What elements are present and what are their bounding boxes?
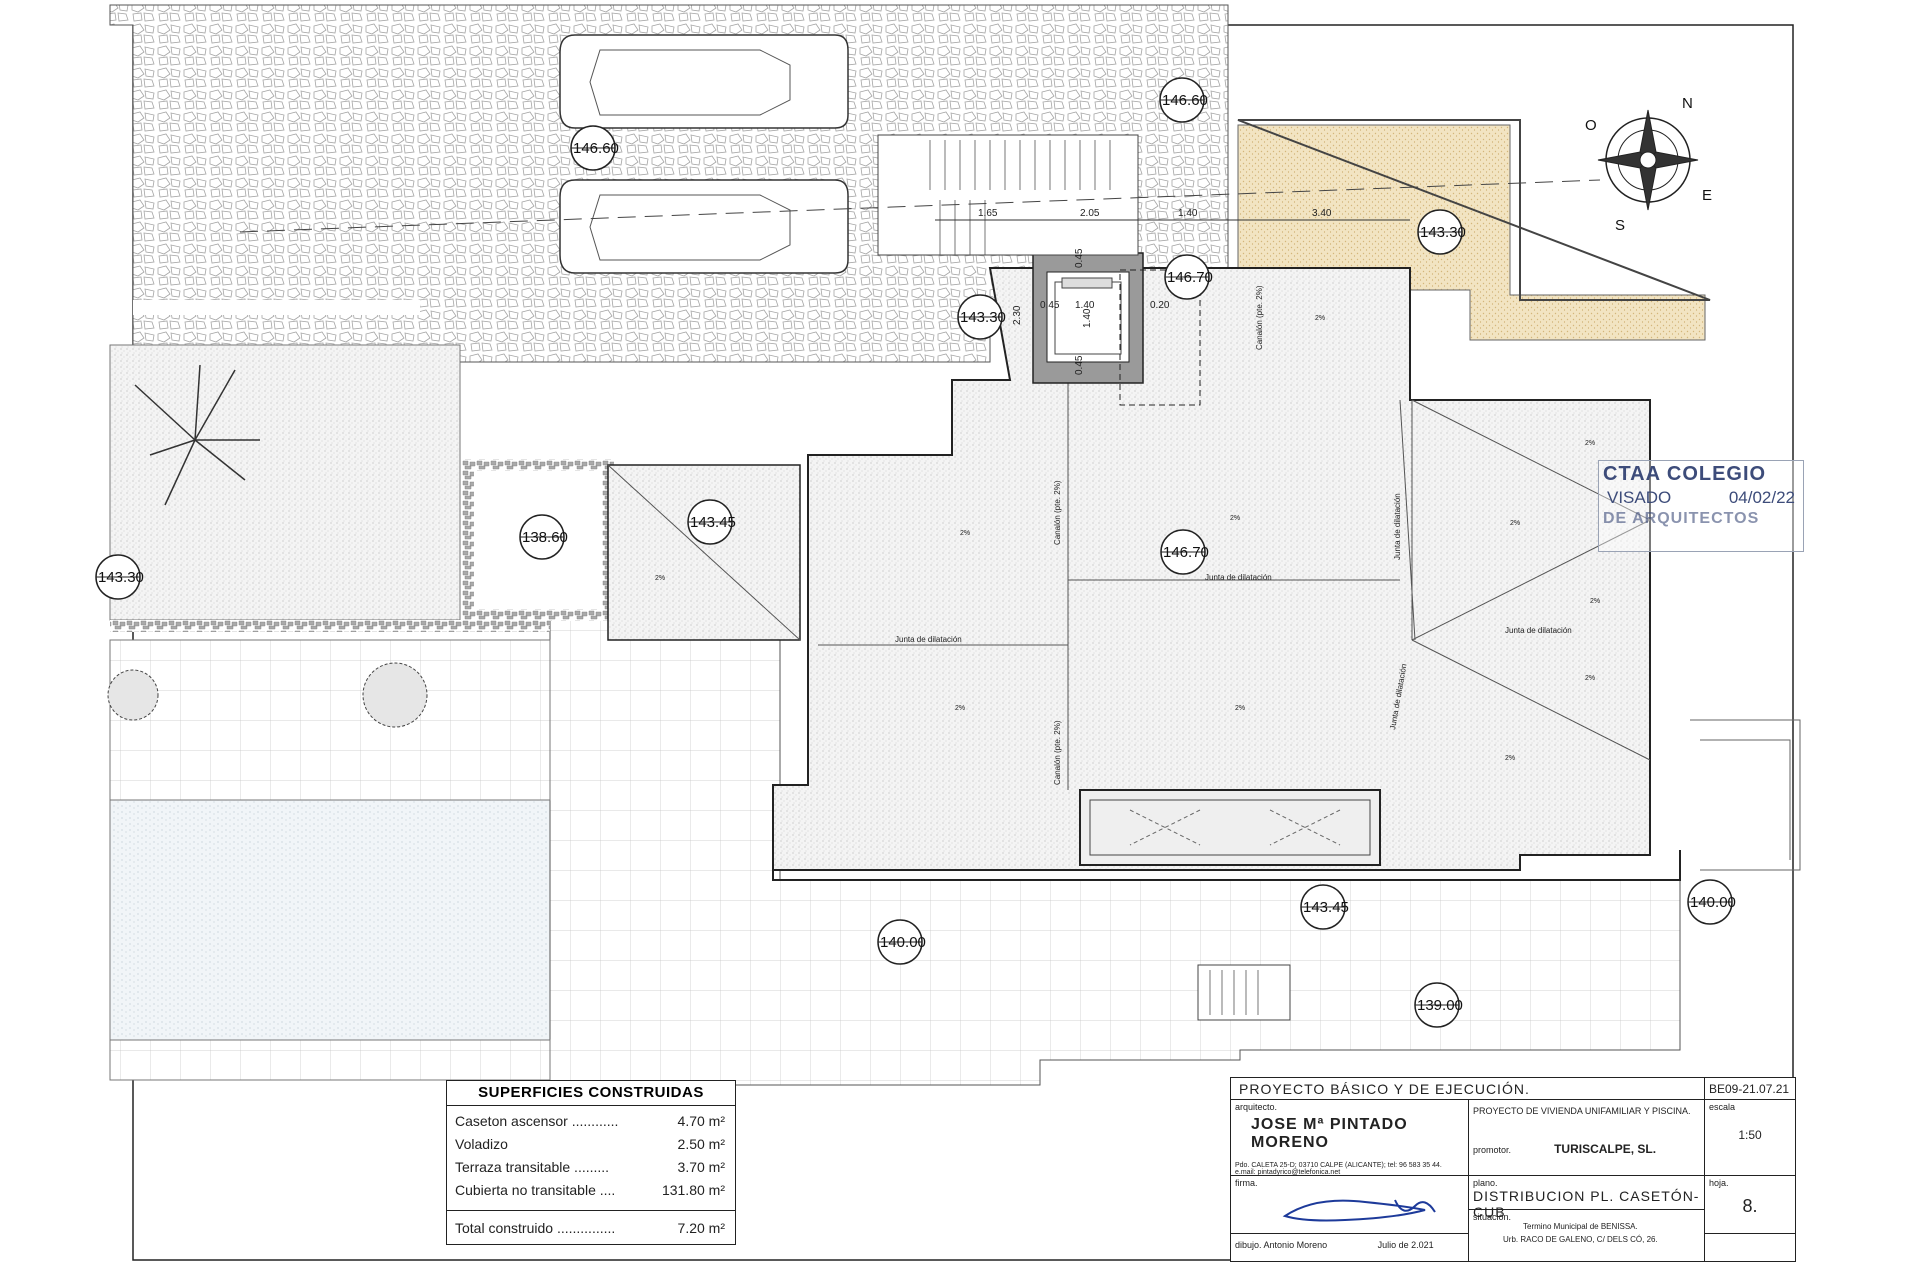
- project-code: BE09-21.07.21: [1705, 1078, 1795, 1100]
- dimension-d3: 1.40: [1178, 208, 1198, 219]
- junta-label: Junta de dilatación: [1205, 573, 1272, 582]
- slope-label-7: 2%: [1585, 675, 1595, 682]
- level-lift: 146.70: [1167, 269, 1213, 286]
- signature-icon: [1282, 1199, 1436, 1222]
- compass-west: O: [1585, 117, 1597, 134]
- level-terrace-front: 140.00: [880, 934, 926, 951]
- surface-row: Terraza transitable .........3.70 m²: [455, 1159, 725, 1175]
- dimension-d1: 1.65: [978, 208, 998, 219]
- promoter-label: promotor.: [1473, 1145, 1512, 1155]
- title-block: PROYECTO BÁSICO Y DE EJECUCIÓN. BE09-21.…: [1230, 1077, 1796, 1262]
- stamp-date: 04/02/22: [1728, 488, 1795, 507]
- location-line2: Urb. RACO DE GALENO, C/ DELS CÓ, 26.: [1503, 1235, 1658, 1244]
- compass-north: N: [1682, 95, 1693, 112]
- compass-icon: N E S O: [1585, 95, 1712, 234]
- lift-height: 1.40: [1082, 308, 1093, 328]
- level-top-entrance: 146.60: [1162, 92, 1208, 109]
- level-left-edge: 143.30: [98, 569, 144, 586]
- lift-shaft: [1032, 252, 1201, 406]
- architect-label: arquitecto.: [1235, 1102, 1278, 1112]
- surface-total: Total construido ...............7.20 m²: [455, 1220, 725, 1236]
- surfaces-title: SUPERFICIES CONSTRUIDAS: [447, 1081, 735, 1106]
- stamp-line1: CTAA COLEGIO: [1603, 463, 1767, 485]
- stamp-visado: VISADO: [1607, 488, 1672, 507]
- lawn-area: [109, 344, 461, 621]
- stairs: [877, 134, 1291, 1021]
- visado-stamp: CTAA COLEGIO VISADO 04/02/22 DE ARQUITEC…: [1598, 460, 1804, 552]
- dimension-d2: 2.05: [1080, 208, 1100, 219]
- canalon-label: Canalón (pte. 2%): [1053, 480, 1062, 545]
- architect-address: Pdo. CALETA 25-D; 03710 CALPE (ALICANTE)…: [1235, 1162, 1442, 1169]
- slope-label-3: 2%: [1235, 705, 1245, 712]
- dimension-d4: 3.40: [1312, 208, 1332, 219]
- drawing-date: Julio de 2.021: [1377, 1240, 1434, 1250]
- canalon-label-2: Canalón (pte. 2%): [1053, 720, 1062, 785]
- architect-email: e.mail: pintadyrico@telefonica.net: [1235, 1169, 1341, 1176]
- compass-south: S: [1615, 217, 1625, 234]
- slope-label-11: 2%: [655, 575, 665, 582]
- lift-top-wall: 0.45: [1074, 248, 1085, 268]
- sheet-label: hoja.: [1709, 1178, 1729, 1188]
- terrace-tiles: [109, 619, 1681, 1086]
- level-left-roof: 143.45: [690, 514, 736, 531]
- slope-label-4: 2%: [955, 705, 965, 712]
- lift-total: 2.30: [1012, 305, 1023, 325]
- palm-tree-icon: [134, 364, 260, 506]
- pool: [109, 799, 551, 1041]
- architect-name: JOSE Mª PINTADO MORENO: [1251, 1116, 1408, 1151]
- stamp-line3: DE ARQUITECTOS: [1603, 510, 1760, 527]
- level-right-corner: 140.00: [1690, 894, 1736, 911]
- surface-row: Cubierta no transitable ....131.80 m²: [455, 1182, 725, 1198]
- level-lower-right: 139.00: [1417, 997, 1463, 1014]
- slope-label: 2%: [960, 530, 970, 537]
- plan-value: DISTRIBUCION PL. CASETÓN-CUB: [1473, 1188, 1700, 1220]
- slope-label-5: 2%: [1510, 520, 1520, 527]
- drawing-value: Antonio Moreno: [1263, 1240, 1328, 1250]
- location-label: situación.: [1473, 1212, 1512, 1222]
- drawing-label: dibujo.: [1235, 1240, 1262, 1250]
- lift-right-wall: 0.20: [1150, 300, 1170, 311]
- sheet-value: 8.: [1742, 1196, 1758, 1216]
- slope-label-2: 2%: [1230, 515, 1240, 522]
- plan-label: plano.: [1473, 1178, 1498, 1188]
- slope-label-9: 2%: [1505, 755, 1515, 762]
- level-right-garden: 143.30: [1420, 224, 1466, 241]
- junta-label-2: Junta de dilatación: [895, 635, 962, 644]
- project-name: PROYECTO DE VIVIENDA UNIFAMILIAR Y PISCI…: [1469, 1100, 1705, 1140]
- slope-label-10: 2%: [1315, 315, 1325, 322]
- junta-label-vertical: Junta de dilatación: [1393, 493, 1402, 560]
- level-parking: 146.60: [573, 140, 619, 157]
- scale-label: escala: [1709, 1102, 1736, 1112]
- canalon-label-3: Canalón (pte. 2%): [1255, 285, 1264, 350]
- lift-left-wall: 0.45: [1040, 300, 1060, 311]
- shrub-icon: [107, 662, 428, 728]
- lift-width: 1.40: [1075, 300, 1095, 311]
- level-stair-left: 143.30: [960, 309, 1006, 326]
- signature-label: firma.: [1235, 1178, 1258, 1188]
- scale-value: 1:50: [1738, 1128, 1762, 1142]
- lift-bottom-wall: 0.45: [1074, 355, 1085, 375]
- junta-label-3: Junta de dilatación: [1505, 626, 1572, 635]
- roof-plan: [607, 267, 1681, 881]
- location-line1: Termino Municipal de BENISSA.: [1523, 1222, 1638, 1231]
- level-terrace-mid: 143.45: [1303, 899, 1349, 916]
- surface-row: Caseton ascensor ............4.70 m²: [455, 1113, 725, 1129]
- car-icon: [559, 34, 849, 274]
- promoter-value: TURISCALPE, SL.: [1554, 1142, 1657, 1156]
- level-courtyard: 138.60: [522, 529, 568, 546]
- surfaces-table: SUPERFICIES CONSTRUIDAS Caseton ascensor…: [446, 1080, 736, 1245]
- slope-label-6: 2%: [1590, 598, 1600, 605]
- slope-label-8: 2%: [1585, 440, 1595, 447]
- project-type: PROYECTO BÁSICO Y DE EJECUCIÓN.: [1231, 1078, 1705, 1100]
- compass-east: E: [1702, 187, 1712, 204]
- level-main-roof: 146.70: [1163, 544, 1209, 561]
